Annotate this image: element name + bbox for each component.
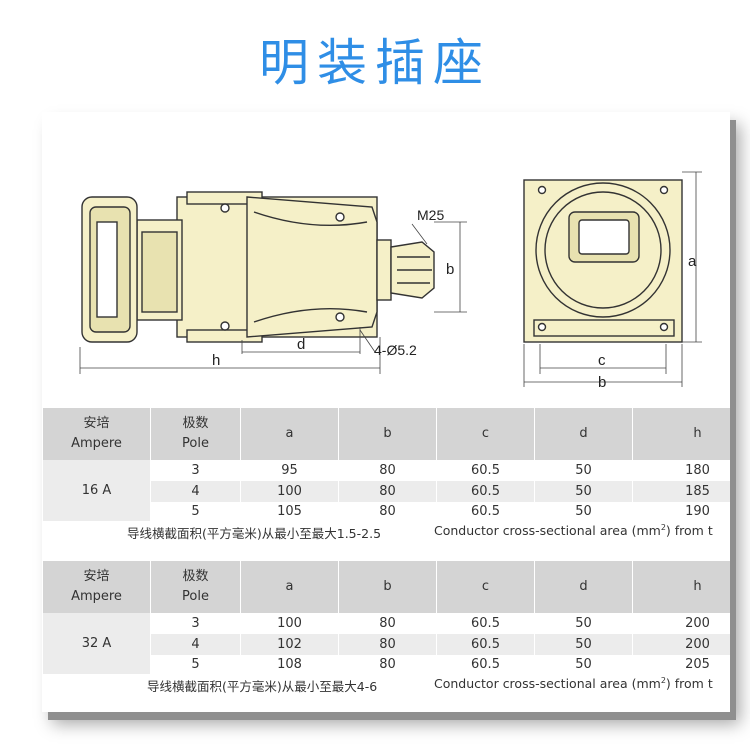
d-cell: 50 [534, 481, 633, 502]
dim-c-label: c [598, 352, 606, 369]
conductor-note-16a: 导线横截面积(平方毫米)从最小至最大1.5-2.5 Conductor cros… [42, 521, 730, 541]
c-cell: 60.5 [436, 481, 535, 502]
c-cell: 60.5 [436, 460, 535, 481]
dim-d-label: d [297, 336, 305, 353]
h-cell: 200 [632, 613, 730, 634]
table-row: 16 A 3 95 80 60.5 50 180 [42, 460, 730, 521]
side-view [81, 191, 435, 343]
a-cell: 102 [240, 634, 339, 655]
pole-cell: 5 [150, 502, 241, 521]
dim-b-front-label: b [598, 374, 606, 391]
b-cell: 80 [338, 460, 437, 481]
front-dimensions [523, 171, 702, 387]
ampere-cell: 32 A [42, 613, 151, 674]
d-cell: 50 [534, 613, 633, 634]
table-row: 5 108 80 60.5 50 205 [43, 655, 730, 674]
h-cell: 180 [632, 460, 730, 481]
note-en: Conductor cross-sectional area (mm2) fro… [434, 676, 713, 692]
pole-cell: 3 [150, 613, 241, 634]
a-cell: 108 [240, 655, 339, 674]
header-b: b [338, 561, 437, 613]
cable-gland-nut [376, 239, 392, 301]
pole-cell: 4 [150, 634, 241, 655]
table-row: 32 A 3 100 80 60.5 50 200 [42, 613, 730, 674]
conductor-note-32a: 导线横截面积(平方毫米)从最小至最大4-6 Conductor cross-se… [42, 674, 730, 694]
pole-cell: 3 [150, 460, 241, 481]
d-cell: 50 [534, 502, 633, 521]
table-row: 4 102 80 60.5 50 200 [43, 634, 730, 655]
table-row: 4 100 80 60.5 50 185 [43, 481, 730, 502]
header-d: d [534, 561, 633, 613]
c-cell: 60.5 [436, 613, 535, 634]
header-c: c [436, 408, 535, 460]
header-h: h [632, 561, 730, 613]
ampere-cell: 16 A [42, 460, 151, 521]
h-cell: 185 [632, 481, 730, 502]
a-cell: 105 [240, 502, 339, 521]
note-en: Conductor cross-sectional area (mm2) fro… [434, 523, 713, 539]
a-cell: 95 [240, 460, 339, 481]
header-c: c [436, 561, 535, 613]
b-cell: 80 [338, 634, 437, 655]
technical-drawing: M25 b h d 4-Ø5.2 a [79, 171, 702, 391]
header-a: a [240, 561, 339, 613]
b-cell: 80 [338, 655, 437, 674]
pole-cell: 5 [150, 655, 241, 674]
a-cell: 100 [240, 613, 339, 634]
a-cell: 100 [240, 481, 339, 502]
dim-a-label: a [688, 253, 697, 270]
header-a: a [240, 408, 339, 460]
header-b: b [338, 408, 437, 460]
dim-b-side-label: b [446, 261, 454, 278]
c-cell: 60.5 [436, 502, 535, 521]
d-cell: 50 [534, 634, 633, 655]
b-cell: 80 [338, 481, 437, 502]
dim-h-label: h [212, 352, 220, 369]
table-row: 5 105 80 60.5 50 190 [43, 502, 730, 521]
holes-label: 4-Ø5.2 [374, 342, 417, 358]
h-cell: 190 [632, 502, 730, 521]
note-cn: 导线横截面积(平方毫米)从最小至最大4-6 [147, 679, 378, 694]
header-h: h [632, 408, 730, 460]
header-d: d [534, 408, 633, 460]
front-view [523, 179, 683, 343]
c-cell: 60.5 [436, 634, 535, 655]
side-dimensions [79, 221, 467, 374]
h-cell: 205 [632, 655, 730, 674]
h-cell: 200 [632, 634, 730, 655]
spec-sheet: M25 b h d 4-Ø5.2 a [42, 112, 730, 712]
d-cell: 50 [534, 655, 633, 674]
d-cell: 50 [534, 460, 633, 481]
b-cell: 80 [338, 613, 437, 634]
m25-label: M25 [417, 207, 444, 223]
page-title: 明装插座 [259, 34, 491, 92]
b-cell: 80 [338, 502, 437, 521]
note-cn: 导线横截面积(平方毫米)从最小至最大1.5-2.5 [127, 526, 382, 541]
c-cell: 60.5 [436, 655, 535, 674]
pole-cell: 4 [150, 481, 241, 502]
